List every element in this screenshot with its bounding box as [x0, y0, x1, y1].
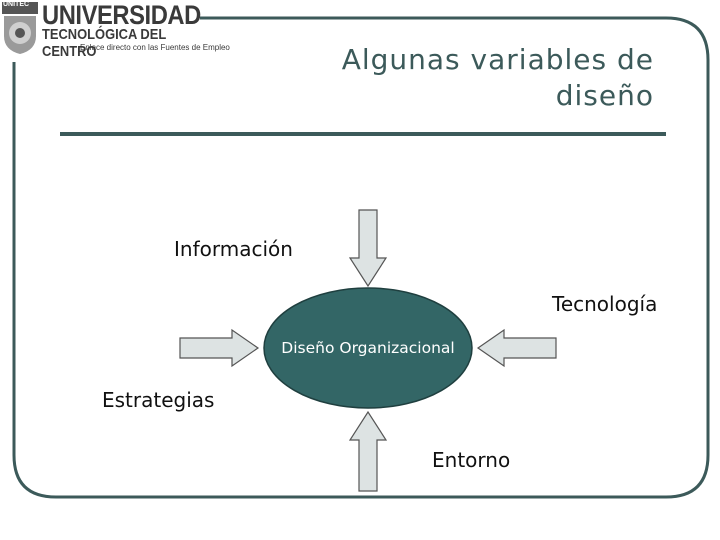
label-tecnologia: Tecnología	[552, 292, 658, 316]
arrow-up-icon	[348, 410, 388, 492]
label-entorno: Entorno	[432, 448, 511, 472]
logo-shield-icon	[2, 2, 38, 54]
label-informacion: Información	[174, 237, 293, 261]
slide-title-line2: diseño	[555, 79, 654, 112]
center-ellipse	[263, 287, 473, 409]
title-underline	[60, 132, 666, 136]
center-label: Diseño Organizacional	[281, 339, 455, 357]
logo-badge: UNITEC	[3, 1, 30, 8]
arrow-right-icon	[179, 328, 260, 368]
arrow-left-icon	[476, 328, 557, 368]
label-estrategias: Estrategias	[102, 388, 215, 412]
arrow-down-icon	[348, 209, 388, 288]
slide-title: Algunas variables de diseño	[234, 42, 654, 114]
logo-subtitle: TECNOLÓGICA DEL CENTRO	[42, 26, 166, 60]
slide-title-line1: Algunas variables de	[341, 43, 654, 76]
logo-tagline: Enlace directo con las Fuentes de Empleo	[80, 43, 230, 52]
logo-name: UNIVERSIDAD	[42, 0, 201, 30]
university-logo: UNITEC UNIVERSIDAD TECNOLÓGICA DEL CENTR…	[0, 0, 230, 60]
